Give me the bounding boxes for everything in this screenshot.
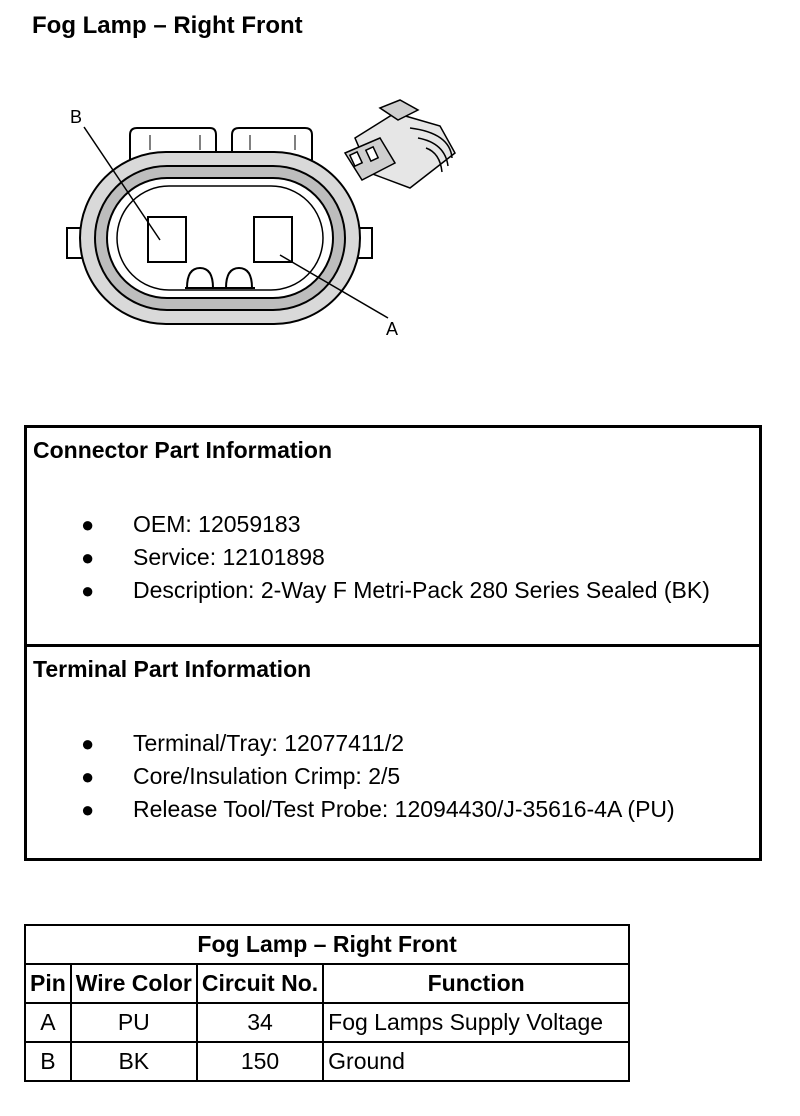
bullet-icon: ● [81,578,95,603]
bullet-icon: ● [81,512,95,537]
pin-a-label: A [386,319,398,339]
list-item-text: Release Tool/Test Probe: 12094430/J-3561… [133,796,675,822]
wire-color-cell: BK [69,1041,198,1082]
connector-diagram: B A [66,99,456,339]
bullet-icon: ● [81,731,95,756]
function-cell: Ground [322,1041,631,1082]
column-header-circuit-no: Circuit No. [195,963,325,1004]
wire-color-cell: PU [69,1002,198,1043]
column-header-pin: Pin [24,963,72,1004]
pin-b-label: B [70,107,82,127]
pin-cell: B [24,1041,72,1082]
terminal-info-section: Terminal Part Information ● Terminal/Tray… [27,647,759,858]
connector-info-heading: Connector Part Information [33,437,333,463]
connector-info-section: Connector Part Information ● OEM: 1205918… [27,428,759,647]
bullet-icon: ● [81,764,95,789]
bullet-icon: ● [81,797,95,822]
list-item-text: Description: 2-Way F Metri-Pack 280 Seri… [133,577,710,603]
part-info-box: Connector Part Information ● OEM: 1205918… [24,425,762,861]
function-cell: Fog Lamps Supply Voltage [322,1002,631,1043]
terminal-info-heading: Terminal Part Information [33,656,312,682]
circuit-no-cell: 150 [195,1041,325,1082]
circuit-no-cell: 34 [195,1002,325,1043]
column-header-wire-color: Wire Color [69,963,198,1004]
list-item-text: Core/Insulation Crimp: 2/5 [133,763,401,789]
page-title: Fog Lamp – Right Front [32,12,303,39]
table-row: B BK 150 Ground [24,1041,631,1082]
column-header-function: Function [322,963,631,1004]
list-item-text: Terminal/Tray: 12077411/2 [133,730,405,756]
bullet-icon: ● [81,545,95,570]
pinout-table-caption: Fog Lamp – Right Front [23,924,631,965]
pinout-table-header-row: Pin Wire Color Circuit No. Function [24,963,631,1004]
list-item-text: OEM: 12059183 [133,511,301,537]
pinout-table: Fog Lamp – Right Front Pin Wire Color Ci… [23,924,631,1082]
table-row: A PU 34 Fog Lamps Supply Voltage [24,1002,631,1043]
list-item-text: Service: 12101898 [133,544,325,570]
pin-cell: A [24,1002,72,1043]
